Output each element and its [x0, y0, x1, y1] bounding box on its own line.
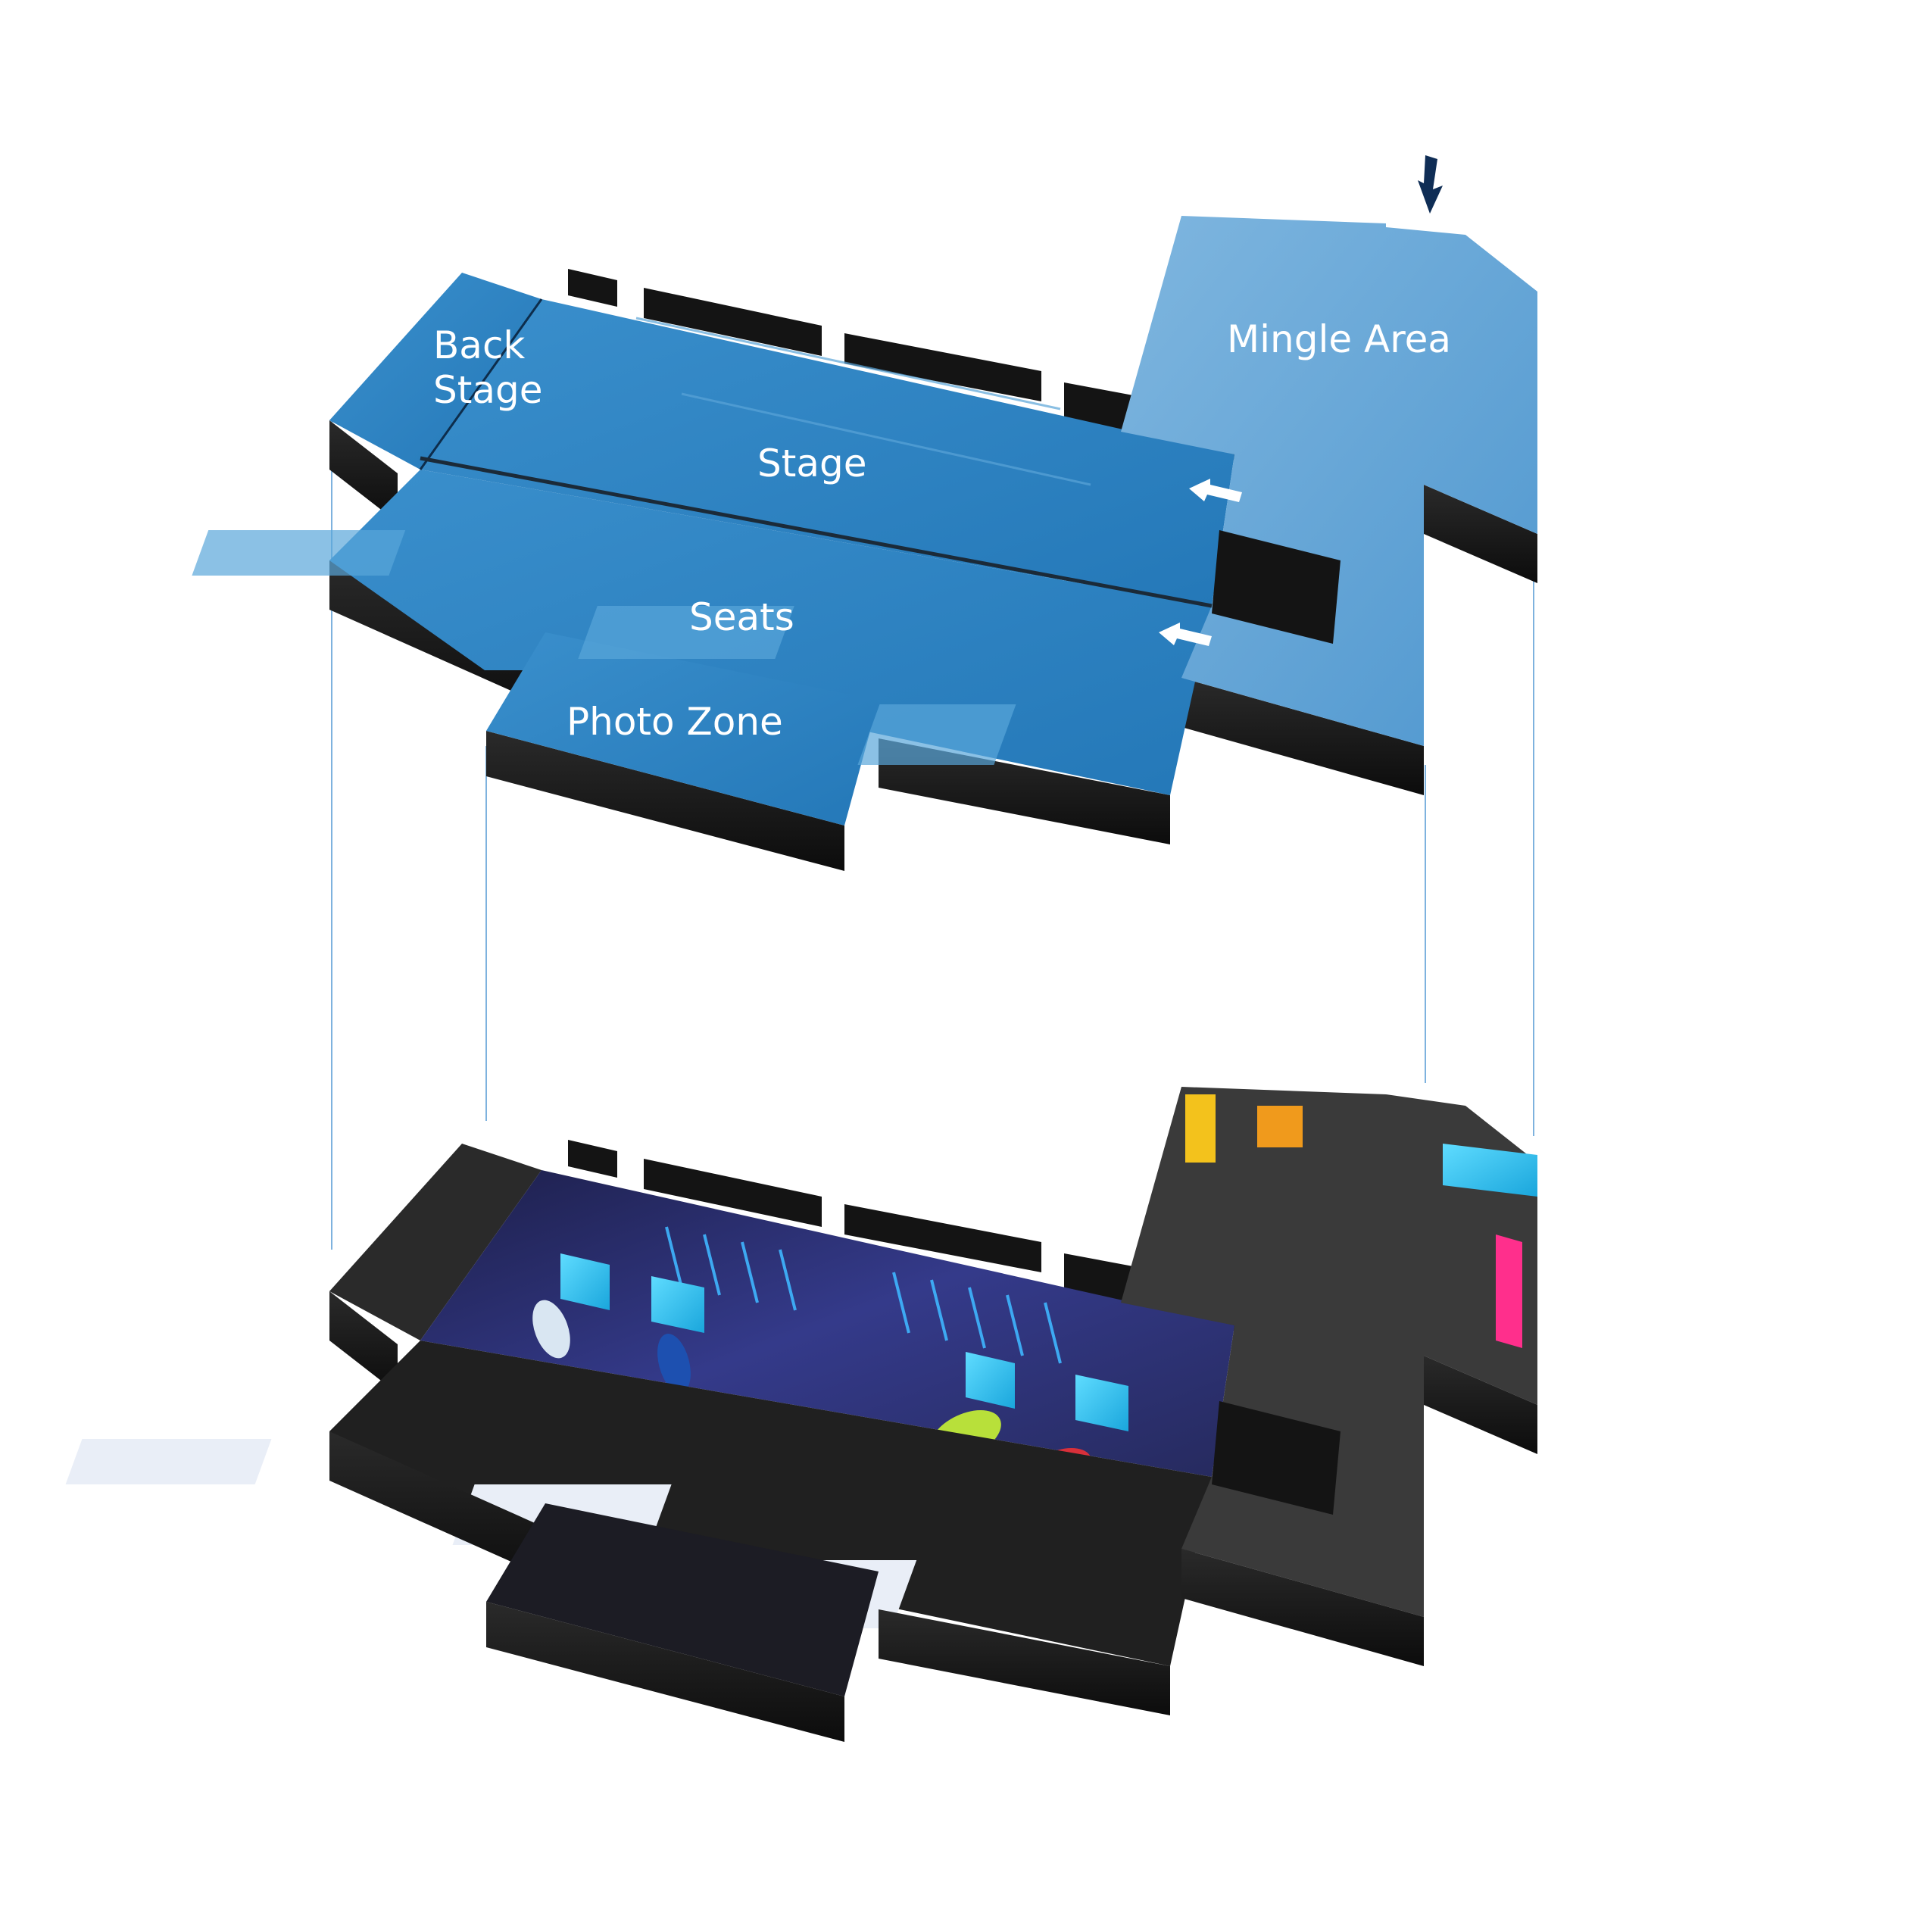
light-fin [968, 1287, 986, 1349]
mingle-cyan-wall [1443, 1144, 1537, 1197]
mingle-pink-wall [1496, 1234, 1522, 1348]
seats-label: Seats [689, 595, 794, 639]
arrow-down-icon [1418, 155, 1443, 214]
seat-block [65, 1439, 272, 1484]
stage-zone [420, 299, 1234, 606]
back-wall-segment [844, 333, 1041, 401]
mingle-yellow-wall [1185, 1094, 1216, 1163]
back-wall-segment [568, 1140, 617, 1178]
stage-podiums [635, 317, 1091, 486]
photo-zone-wall [486, 1602, 844, 1742]
display-screen [651, 1276, 704, 1333]
podium-line [635, 317, 1061, 410]
mingle-area-label: Mingle Area [1227, 317, 1451, 361]
arrow-down-icon [1418, 155, 1443, 214]
mingle-orange-wall [1257, 1106, 1303, 1147]
seats-area [329, 1341, 1212, 1666]
car-blue [657, 1334, 691, 1393]
light-fin [665, 1226, 683, 1288]
mingle-right-wall [1424, 485, 1537, 583]
seat-block [578, 606, 794, 659]
arrow-left-icon [1159, 479, 1242, 646]
back-wall-segment [644, 1159, 822, 1227]
photo-side-wall [486, 731, 844, 871]
back-wall-segment [844, 1204, 1041, 1272]
backstage-zone [329, 273, 542, 470]
light-fin [741, 1241, 759, 1303]
stage-front-edge [420, 456, 1213, 608]
back-wall-segment [568, 269, 617, 307]
arrow-left-icon [1189, 479, 1242, 502]
seats-side-wall [329, 1431, 576, 1590]
car-white [532, 1300, 570, 1359]
seat-grid-top [192, 530, 1016, 765]
light-fin [930, 1279, 948, 1341]
backstage-area [329, 1144, 542, 1341]
mingle-void [1212, 1401, 1341, 1515]
seats-front-wall [879, 1609, 1170, 1715]
backstage-side-wall [329, 1291, 398, 1394]
light-fin [779, 1249, 797, 1311]
back-wall-segment [644, 288, 822, 356]
seat-block [857, 704, 1016, 765]
mingle-front-wall [1181, 1549, 1424, 1666]
light-fin [1044, 1302, 1062, 1364]
podium-line [681, 392, 1091, 486]
light-fins [665, 1226, 1062, 1364]
stage-label: Stage [757, 442, 866, 485]
seat-block [192, 530, 406, 576]
backstage-label-line1: Back [433, 323, 525, 367]
photo-zone-floor [486, 1503, 879, 1696]
arrow-left-icon [1159, 623, 1212, 646]
blue-floorplan: Back Stage Stage Seats Photo Zone Mingle… [192, 155, 1537, 871]
light-fin [1006, 1294, 1024, 1356]
photo-zone [486, 632, 879, 826]
display-screen [966, 1352, 1015, 1409]
display-screen [560, 1253, 610, 1310]
light-fin [703, 1234, 721, 1296]
photo-zone-label: Photo Zone [566, 700, 783, 744]
mingle-front-wall [1181, 678, 1424, 795]
mingle-void [1212, 530, 1341, 644]
mingle-right-wall [1424, 1356, 1537, 1454]
display-screen [1075, 1375, 1128, 1431]
backstage-side-wall [329, 420, 398, 523]
backstage-divider [419, 298, 543, 470]
rendered-floor [65, 1087, 1537, 1742]
stage-floor [420, 1170, 1234, 1477]
light-fin [892, 1272, 910, 1334]
backstage-label-line2: Stage [433, 368, 542, 412]
